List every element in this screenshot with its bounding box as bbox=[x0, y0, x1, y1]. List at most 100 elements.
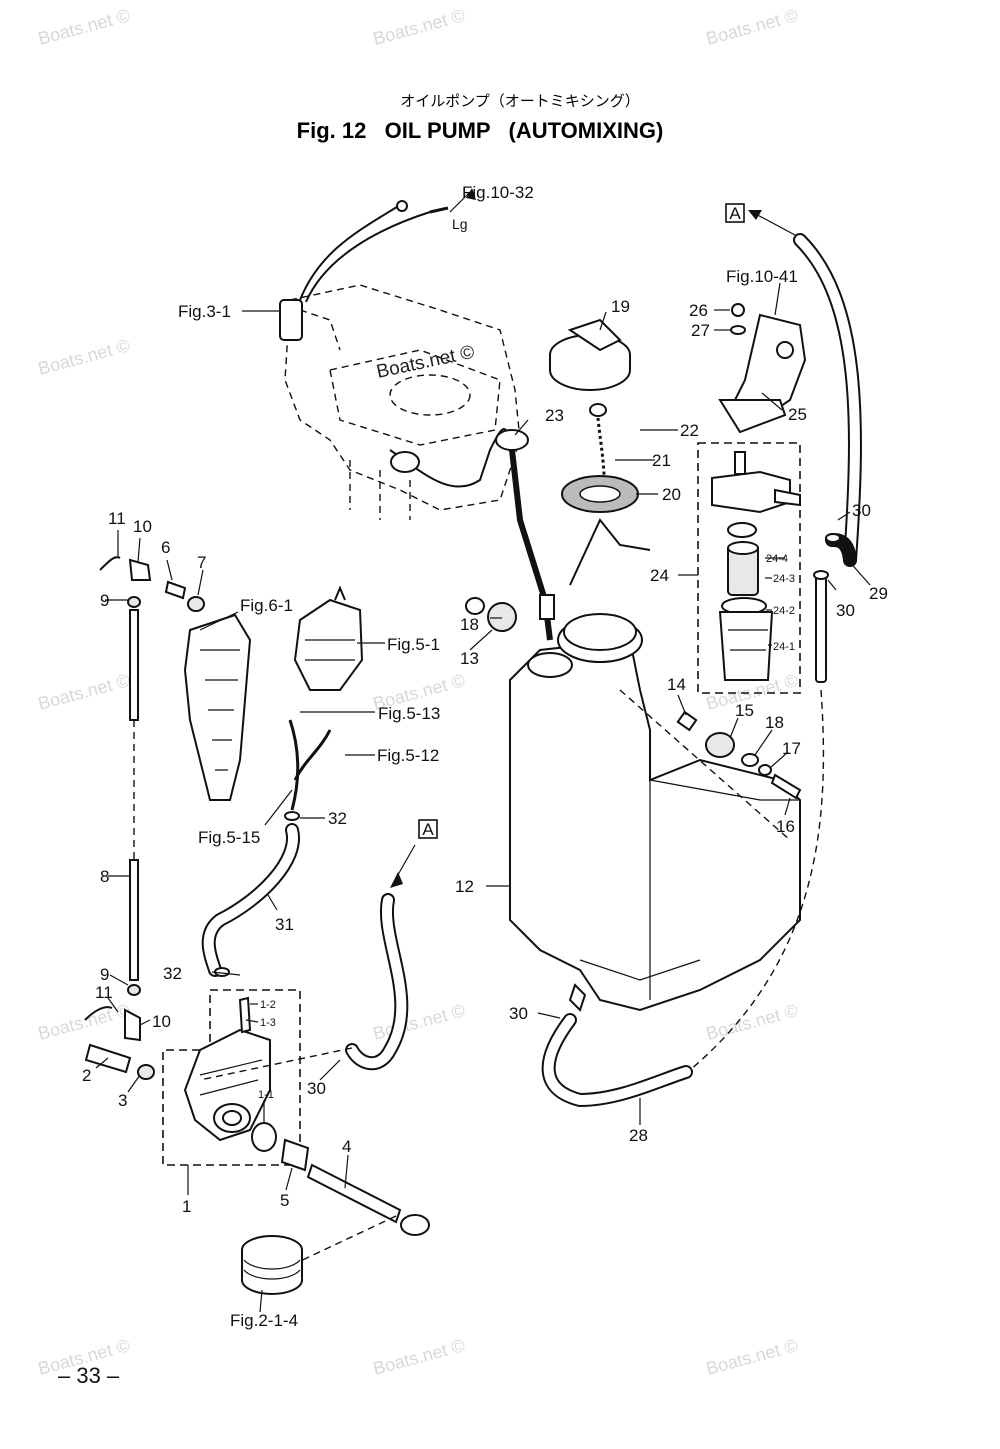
hose-30-pump bbox=[199, 844, 416, 1081]
tank-cap bbox=[549, 318, 631, 391]
wire-harness bbox=[299, 188, 511, 488]
connector-marker-mid: A bbox=[418, 819, 438, 839]
ref-fig-5-1: Fig.5-1 bbox=[387, 635, 440, 654]
part-26: 26 bbox=[689, 301, 708, 320]
part-32-bottom: 32 bbox=[163, 964, 182, 983]
title-english: Fig. 12 OIL PUMP (AUTOMIXING) bbox=[297, 118, 664, 143]
oil-pump-solenoid bbox=[293, 585, 364, 691]
part-31: 31 bbox=[275, 915, 294, 934]
watermark: Boats.net © bbox=[36, 1000, 132, 1044]
drive-shaft bbox=[241, 1138, 430, 1295]
part-numbers: 19 23 22 21 20 24 25 26 27 24-4 24-3 24-… bbox=[82, 297, 888, 1216]
watermark: Boats.net © bbox=[371, 5, 467, 49]
part-32-top: 32 bbox=[328, 809, 347, 828]
part-3: 3 bbox=[118, 1091, 127, 1110]
title-japanese: オイルポンプ（オートミキシング） bbox=[400, 92, 640, 110]
part-15: 15 bbox=[735, 701, 754, 720]
part-10-top: 10 bbox=[133, 517, 152, 536]
part-25: 25 bbox=[788, 405, 807, 424]
part-10-bottom: 10 bbox=[152, 1012, 171, 1031]
part-18-left: 18 bbox=[460, 615, 479, 634]
leader-lines bbox=[95, 282, 871, 1313]
part-6: 6 bbox=[161, 538, 170, 557]
throttle-bracket bbox=[183, 613, 252, 801]
part-2: 2 bbox=[82, 1066, 91, 1085]
part-9-bottom: 9 bbox=[100, 965, 109, 984]
watermark: Boats.net © bbox=[371, 1000, 467, 1044]
ref-fig-5-15: Fig.5-15 bbox=[198, 828, 260, 847]
ref-fig-5-12: Fig.5-12 bbox=[377, 746, 439, 765]
part-23: 23 bbox=[545, 406, 564, 425]
part-1-2: 1-2 bbox=[260, 999, 276, 1011]
watermark: Boats.net © bbox=[36, 335, 132, 379]
part-24-4: 24-4 bbox=[766, 553, 788, 565]
watermark: Boats.net © bbox=[704, 5, 800, 49]
part-17: 17 bbox=[782, 739, 801, 758]
part-19: 19 bbox=[611, 297, 630, 316]
part-27: 27 bbox=[691, 321, 710, 340]
part-9-top: 9 bbox=[100, 591, 109, 610]
part-11-top: 11 bbox=[108, 509, 126, 528]
part-20: 20 bbox=[662, 485, 681, 504]
part-8: 8 bbox=[100, 867, 109, 886]
powerhead-stub bbox=[279, 299, 303, 341]
watermark: Boats.net © bbox=[371, 1335, 467, 1379]
part-30-pump: 30 bbox=[307, 1079, 326, 1098]
watermark: Boats.net © bbox=[704, 1000, 800, 1044]
marker-a-label: A bbox=[422, 820, 434, 839]
figure-references: Fig.10-32 Lg Fig.3-1 Fig.10-41 Fig.6-1 F… bbox=[178, 183, 798, 1330]
watermark: Boats.net © bbox=[36, 670, 132, 714]
ref-fig-3-1: Fig.3-1 bbox=[178, 302, 231, 321]
part-29: 29 bbox=[869, 584, 888, 603]
hose-filter-drop bbox=[813, 533, 841, 683]
part-30-tank: 30 bbox=[509, 1004, 528, 1023]
return-line bbox=[689, 689, 825, 1071]
ref-fig-2-1-4: Fig.2-1-4 bbox=[230, 1311, 298, 1330]
hose-31 bbox=[201, 719, 332, 977]
part-12: 12 bbox=[455, 877, 474, 896]
part-21: 21 bbox=[652, 451, 671, 470]
part-11-bottom: 11 bbox=[95, 983, 113, 1002]
part-30-drop: 30 bbox=[836, 601, 855, 620]
part-16: 16 bbox=[776, 817, 795, 836]
wire-color-code: Lg bbox=[452, 216, 468, 232]
part-24-2: 24-2 bbox=[773, 605, 795, 617]
filter-assembly bbox=[711, 451, 801, 681]
part-30-filter: 30 bbox=[852, 501, 871, 520]
part-18-right: 18 bbox=[765, 713, 784, 732]
oil-tank bbox=[509, 613, 801, 1012]
ref-fig-5-13: Fig.5-13 bbox=[378, 704, 440, 723]
part-7: 7 bbox=[197, 553, 206, 572]
ref-fig-10-32: Fig.10-32 bbox=[462, 183, 534, 202]
powerhead-outline bbox=[279, 284, 521, 520]
watermark-dark: Boats.net © bbox=[375, 342, 477, 383]
upper-linkage bbox=[99, 556, 205, 612]
mount-bracket bbox=[718, 303, 807, 434]
grommet bbox=[465, 597, 517, 632]
oil-pump-body bbox=[183, 996, 277, 1152]
part-24-3: 24-3 bbox=[773, 573, 795, 585]
bolt-assembly bbox=[619, 689, 802, 841]
ref-fig-10-41: Fig.10-41 bbox=[726, 267, 798, 286]
tank-neck-small bbox=[527, 652, 573, 678]
level-sensor bbox=[495, 429, 555, 641]
part-24: 24 bbox=[650, 566, 669, 585]
hose-28 bbox=[541, 1013, 693, 1108]
part-1-1: 1-1 bbox=[258, 1089, 274, 1101]
linkage-rod bbox=[127, 596, 141, 996]
part-4: 4 bbox=[342, 1137, 351, 1156]
part-1: 1 bbox=[182, 1197, 191, 1216]
watermark: Boats.net © bbox=[36, 5, 132, 49]
watermark: Boats.net © bbox=[704, 1335, 800, 1379]
part-13: 13 bbox=[460, 649, 479, 668]
part-22: 22 bbox=[680, 421, 699, 440]
part-5: 5 bbox=[280, 1191, 289, 1210]
part-24-1: 24-1 bbox=[773, 641, 795, 653]
part-1-3: 1-3 bbox=[260, 1017, 276, 1029]
hose-29 bbox=[793, 233, 862, 567]
marker-a-label: A bbox=[729, 204, 741, 223]
connector-marker-top: A bbox=[725, 203, 796, 236]
filter-assembly-box bbox=[697, 442, 801, 694]
